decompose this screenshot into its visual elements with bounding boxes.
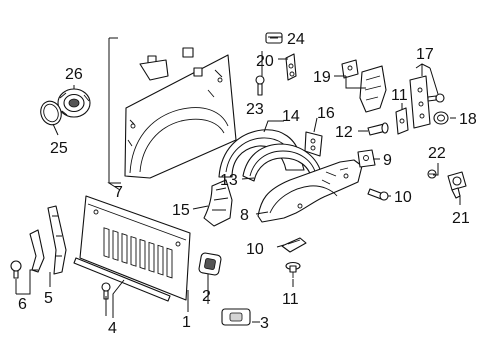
callout-25: 25 [50, 140, 68, 157]
callout-26: 26 [65, 66, 83, 83]
part-26-filler-housing [57, 88, 91, 118]
part-11-bracket-upper [395, 107, 409, 135]
part-22-screw [427, 169, 437, 179]
callout-11-upper: 11 [391, 87, 408, 104]
callout-21: 21 [452, 210, 470, 227]
callout-13: 13 [220, 172, 238, 189]
tailgate-slots [103, 227, 173, 279]
part-12-bolt [367, 122, 389, 136]
part-15-gusset [203, 179, 233, 227]
part-5-bracket [47, 205, 67, 275]
part-2-handle [198, 252, 222, 276]
callout-24: 24 [287, 31, 305, 48]
callout-14: 14 [282, 108, 300, 125]
part-18-cap [433, 111, 449, 125]
callout-labels: 26 25 7 24 20 23 19 17 11 18 14 16 12 9 … [18, 31, 477, 337]
callout-8: 8 [240, 207, 249, 224]
part-21-lock [447, 171, 467, 199]
part-19-support [359, 65, 387, 113]
callout-12: 12 [335, 124, 353, 141]
callout-5: 5 [44, 290, 53, 307]
part-10-clip-lower [281, 237, 307, 253]
callout-16: 16 [317, 105, 335, 122]
part-17-bolt [427, 93, 445, 103]
leader-lines [15, 36, 461, 323]
callout-10-upper: 10 [394, 189, 412, 206]
part-17-bracket [409, 75, 431, 129]
part-6-bolt [10, 260, 22, 279]
callout-23: 23 [246, 101, 264, 118]
callout-6: 6 [18, 296, 27, 313]
part-20-bracket [285, 53, 297, 81]
callout-19: 19 [313, 69, 331, 86]
callout-4: 4 [108, 320, 117, 337]
part-3-bezel [221, 308, 251, 326]
part-11-bolt-lower [285, 261, 301, 278]
callout-9: 9 [383, 152, 392, 169]
part-24-clip [265, 32, 283, 44]
callout-20: 20 [256, 53, 274, 70]
part-23-bolt [255, 75, 265, 96]
callout-17: 17 [416, 46, 434, 63]
part-9-plate [357, 149, 376, 168]
callout-7: 7 [114, 184, 123, 201]
bracket-7 [107, 37, 121, 191]
part-16-bracket [304, 131, 323, 157]
part-25-seal-ring [40, 100, 62, 126]
callout-3: 3 [260, 315, 269, 332]
callout-15: 15 [172, 202, 190, 219]
callout-18: 18 [459, 111, 477, 128]
part-19-bracket [341, 59, 359, 79]
part-6-hinge [29, 229, 45, 273]
part-7-inner-panel [124, 47, 237, 179]
part-8-lower-panel [257, 159, 363, 223]
callout-1: 1 [182, 314, 191, 331]
callout-11-lower: 11 [282, 291, 299, 308]
part-10-screw-upper [367, 188, 389, 201]
part-4-strip [73, 257, 171, 302]
callout-2: 2 [202, 288, 211, 305]
part-1-tailgate [79, 195, 191, 301]
callout-22: 22 [428, 145, 446, 162]
callout-10-lower: 10 [246, 241, 264, 258]
part-4-screw [101, 282, 111, 300]
